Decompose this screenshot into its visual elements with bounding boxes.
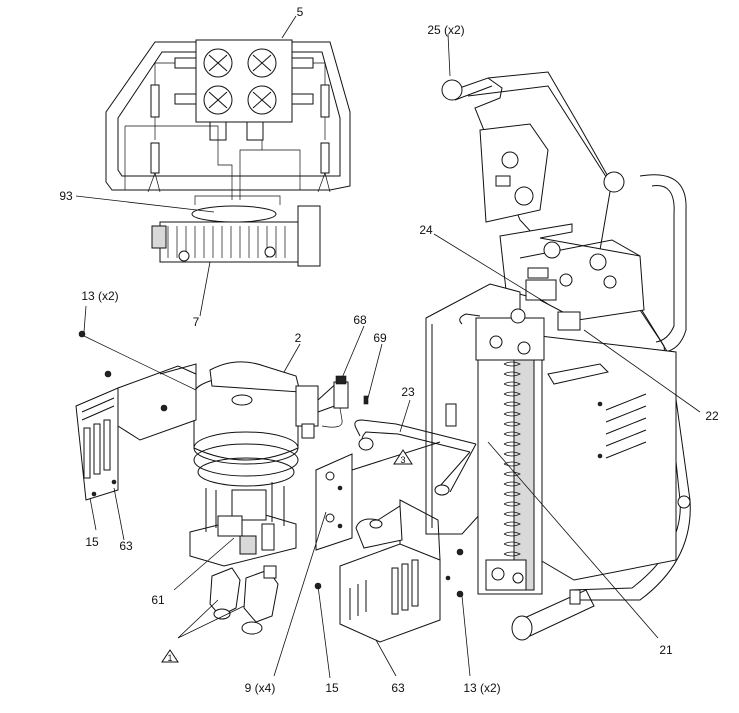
warning-symbol-3-number: 3 <box>400 455 405 465</box>
callout-63-left: 63 <box>119 539 133 553</box>
spring-coil <box>503 481 521 487</box>
spring-coil <box>503 361 521 367</box>
terminal-block <box>151 205 321 267</box>
callout-93: 93 <box>59 189 73 203</box>
callout-68: 68 <box>353 313 367 327</box>
cart-frame <box>441 71 691 641</box>
callout-63-bottom: 63 <box>391 681 405 695</box>
spring-coil <box>503 541 521 547</box>
callout-2: 2 <box>295 331 302 345</box>
warning-symbol-1-number: 1 <box>167 653 172 663</box>
spring-coil <box>503 471 521 477</box>
spring-coil <box>503 521 521 527</box>
left-guard-cover <box>75 330 197 501</box>
leader-lines <box>75 15 701 679</box>
spring-coil <box>503 501 521 507</box>
callout-24: 24 <box>419 223 433 237</box>
spring-coil <box>503 371 521 377</box>
callout-9: 9 (x4) <box>245 681 276 695</box>
bottom-guard-cover <box>314 499 464 643</box>
callout-23: 23 <box>401 385 415 399</box>
hose-assembly <box>354 419 477 496</box>
main-cabinet <box>425 279 677 595</box>
callout-15-left: 15 <box>85 535 99 549</box>
callout-21: 21 <box>659 643 673 657</box>
spring-coil <box>503 411 521 417</box>
callout-15-bottom: 15 <box>325 681 339 695</box>
warning-symbol-3: 3 <box>393 449 413 465</box>
spring-coil <box>503 511 521 517</box>
spring-coil <box>503 441 521 447</box>
mount-bracket <box>315 441 441 551</box>
spring-coil <box>503 431 521 437</box>
spring-coil <box>503 531 521 537</box>
warning-symbol-1: 1 <box>161 649 179 663</box>
spring-coil <box>503 421 521 427</box>
callout-7: 7 <box>193 315 200 329</box>
spring-coil <box>503 551 521 557</box>
sensor-assembly <box>321 375 369 428</box>
callout-5: 5 <box>297 5 304 19</box>
callout-22: 22 <box>705 409 719 423</box>
spring-coil <box>503 401 521 407</box>
callout-69: 69 <box>373 331 387 345</box>
callout-61: 61 <box>151 593 165 607</box>
spring-coil <box>503 381 521 387</box>
callout-13-top: 13 (x2) <box>81 289 118 303</box>
callout-25: 25 (x2) <box>427 23 464 37</box>
callout-13-bottom: 13 (x2) <box>463 681 500 695</box>
spring-coil <box>503 491 521 497</box>
spring-coil <box>503 391 521 397</box>
valve-manifold-assembly <box>105 39 351 205</box>
callout-labels: 5 25 (x2) 93 24 7 13 (x2) 68 2 69 23 22 … <box>59 5 719 695</box>
spring-coil <box>503 451 521 457</box>
